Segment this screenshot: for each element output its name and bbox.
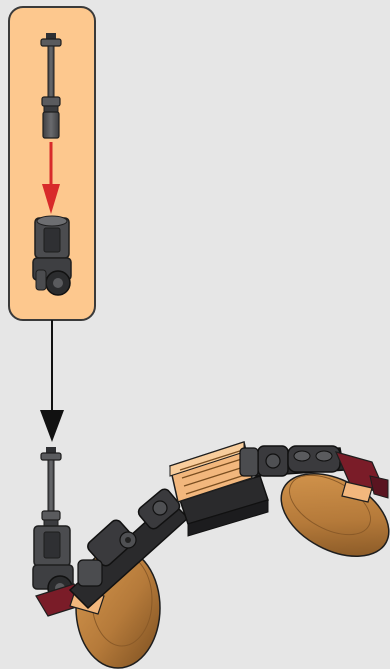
callout-box bbox=[9, 7, 95, 320]
main-assembly bbox=[33, 442, 390, 668]
dark-red-bracket-icon bbox=[336, 452, 388, 502]
assembly-arrow-icon bbox=[40, 320, 64, 442]
hinge-cylinder-icon bbox=[33, 216, 71, 295]
bar-with-clip-icon bbox=[41, 447, 61, 526]
robot-arm-icon bbox=[240, 446, 344, 476]
